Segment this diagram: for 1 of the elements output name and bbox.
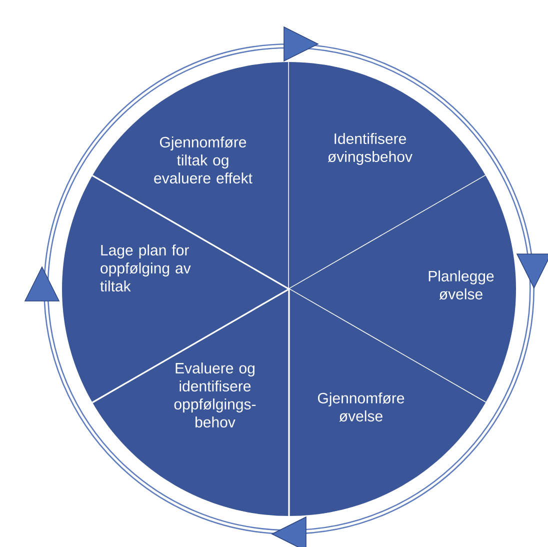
node-label: Identifisere øvingsbehov bbox=[328, 133, 412, 165]
